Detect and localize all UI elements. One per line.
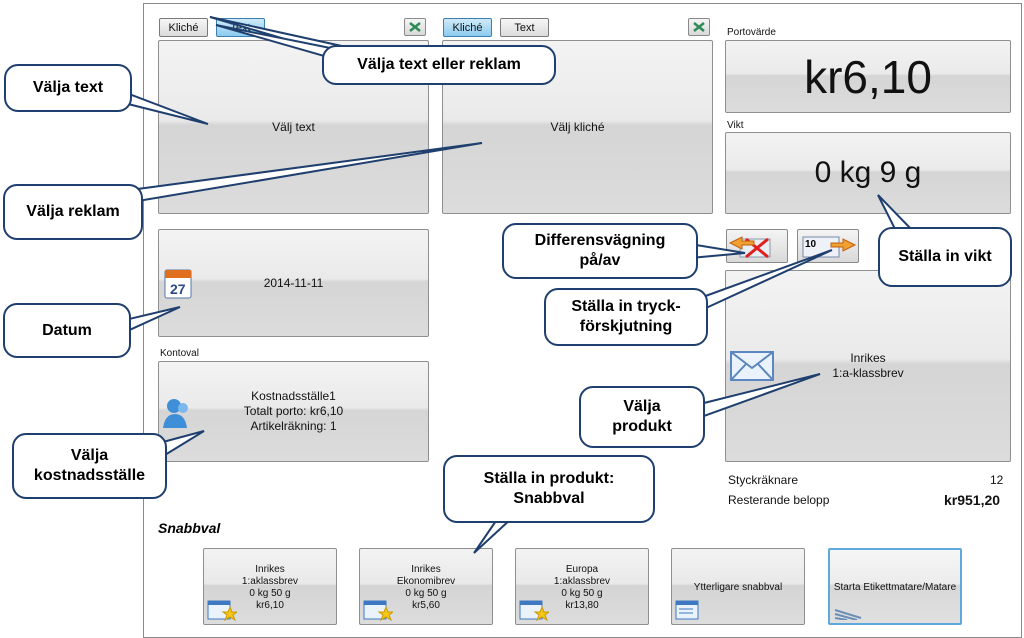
clear-icon bbox=[693, 22, 705, 32]
quick-item-line: Inrikes bbox=[255, 564, 285, 575]
clear-icon bbox=[409, 22, 421, 32]
callout-choose-text: Välja text bbox=[4, 64, 132, 112]
postage-value: kr6,10 bbox=[804, 50, 932, 103]
cliche-area-text-tab[interactable]: Text bbox=[500, 18, 549, 37]
select-cliche-label: Välj kliché bbox=[550, 120, 605, 134]
favorite-product-icon bbox=[207, 600, 237, 621]
weight-label: Vikt bbox=[727, 120, 744, 131]
callout-cost-center-line2: kostnadsställe bbox=[33, 467, 146, 484]
differential-weighing-button[interactable] bbox=[726, 229, 788, 263]
callout-text-or-ad: Välja text eller reklam bbox=[322, 45, 556, 85]
postage-label: Portovärde bbox=[727, 27, 776, 38]
quick-select-title: Snabbval bbox=[158, 520, 221, 536]
quick-item-line: 1:aklassbrev bbox=[553, 576, 611, 587]
cliche-area-clear-button[interactable] bbox=[688, 18, 710, 36]
account-select-button[interactable]: Kostnadsställe1 Totalt porto: kr6,10 Art… bbox=[158, 361, 429, 462]
quick-select-item-2[interactable]: Inrikes Ekonomibrev 0 kg 50 g kr5,60 bbox=[359, 548, 493, 625]
pointer-choose-text bbox=[122, 90, 209, 125]
quick-item-line: kr13,80 bbox=[565, 600, 599, 611]
account-label: Kontoval bbox=[160, 348, 199, 359]
pointer-choose-ad bbox=[128, 142, 483, 204]
quick-item-line: Inrikes bbox=[411, 564, 441, 575]
favorite-product-icon bbox=[519, 600, 549, 621]
callout-shift-line2: förskjutning bbox=[579, 318, 673, 335]
date-value: 2014-11-11 bbox=[263, 276, 324, 290]
quick-item-line: kr6,10 bbox=[256, 600, 284, 611]
callout-product-line2: produkt bbox=[612, 418, 672, 435]
callout-print-shift: Ställa in tryck- förskjutning bbox=[544, 288, 708, 346]
differential-weighing-icon bbox=[728, 236, 771, 259]
user-icon bbox=[163, 399, 188, 428]
product-class: 1:a-klassbrev bbox=[832, 366, 904, 380]
calendar-day: 27 bbox=[170, 281, 186, 297]
postage-value-display: kr6,10 bbox=[725, 40, 1011, 113]
callout-set-weight: Ställa in vikt bbox=[878, 227, 1012, 287]
quick-item-line: Ekonomibrev bbox=[396, 576, 456, 587]
calendar-icon: 27 bbox=[164, 269, 192, 299]
callout-choose-ad: Välja reklam bbox=[3, 184, 143, 240]
quick-item-line: 1:aklassbrev bbox=[241, 576, 299, 587]
remaining-amount-value: kr951,20 bbox=[944, 492, 1001, 508]
envelope-icon bbox=[730, 351, 774, 381]
pointer-date bbox=[124, 306, 181, 334]
pointer-print-shift bbox=[698, 249, 833, 310]
date-button[interactable]: 2014-11-11 bbox=[158, 229, 429, 337]
callout-product-line1: Välja bbox=[623, 398, 661, 415]
product-list-icon bbox=[675, 600, 699, 620]
callout-cost-center-line1: Välja bbox=[70, 447, 109, 464]
print-shift-icon: 10 bbox=[802, 236, 857, 258]
quick-item-line: 0 kg 50 g bbox=[249, 588, 291, 599]
callout-quick-select: Ställa in produkt: Snabbval bbox=[443, 455, 655, 523]
account-name: Kostnadsställe1 bbox=[251, 389, 336, 403]
quick-item-line: Europa bbox=[565, 564, 599, 575]
select-text-label: Välj text bbox=[272, 120, 315, 134]
callout-shift-line1: Ställa in tryck- bbox=[571, 298, 681, 315]
pointer-product bbox=[698, 373, 821, 418]
text-area-clear-button[interactable] bbox=[404, 18, 426, 36]
start-label-feeder-label: Starta Etikettmatare/Matare bbox=[833, 582, 957, 593]
callout-diff-line2: på/av bbox=[579, 252, 621, 269]
more-quick-select-button[interactable]: Ytterligare snabbval bbox=[671, 548, 805, 625]
callout-choose-product: Välja produkt bbox=[579, 386, 705, 448]
quick-item-line: kr5,60 bbox=[412, 600, 440, 611]
quick-select-item-3[interactable]: Europa 1:aklassbrev 0 kg 50 g kr13,80 bbox=[515, 548, 649, 625]
account-article-count: Artikelräkning: 1 bbox=[250, 419, 337, 433]
print-shift-number: 10 bbox=[805, 239, 817, 250]
quick-item-line: 0 kg 50 g bbox=[405, 588, 447, 599]
remaining-amount-label: Resterande belopp bbox=[728, 493, 830, 507]
callout-quick-line2: Snabbval bbox=[513, 490, 585, 507]
more-quick-select-label: Ytterligare snabbval bbox=[693, 582, 783, 593]
feeder-icon bbox=[834, 609, 862, 620]
piece-counter-label: Styckräknare bbox=[728, 473, 799, 487]
callout-quick-line1: Ställa in produkt: bbox=[483, 470, 615, 487]
text-area-cliche-tab[interactable]: Kliché bbox=[159, 18, 208, 37]
print-shift-button[interactable]: 10 bbox=[797, 229, 859, 263]
callout-cost-center: Välja kostnadsställe bbox=[12, 433, 167, 499]
pointer-diff-weigh bbox=[689, 242, 746, 260]
callout-date: Datum bbox=[3, 303, 131, 358]
favorite-product-icon bbox=[363, 600, 393, 621]
quick-select-item-1[interactable]: Inrikes 1:aklassbrev 0 kg 50 g kr6,10 bbox=[203, 548, 337, 625]
product-type: Inrikes bbox=[850, 351, 886, 365]
start-label-feeder-button[interactable]: Starta Etikettmatare/Matare bbox=[828, 548, 962, 625]
account-total-postage: Totalt porto: kr6,10 bbox=[243, 404, 344, 418]
quick-item-line: 0 kg 50 g bbox=[561, 588, 603, 599]
callout-diff-line1: Differensvägning bbox=[534, 232, 666, 249]
weight-value: 0 kg 9 g bbox=[814, 156, 922, 189]
pointer-quick bbox=[473, 517, 515, 554]
cliche-area-cliche-tab[interactable]: Kliché bbox=[443, 18, 492, 37]
weight-display[interactable]: 0 kg 9 g bbox=[725, 132, 1011, 214]
callout-differential-weighing: Differensvägning på/av bbox=[502, 223, 698, 279]
piece-counter-value: 12 bbox=[990, 473, 1004, 487]
